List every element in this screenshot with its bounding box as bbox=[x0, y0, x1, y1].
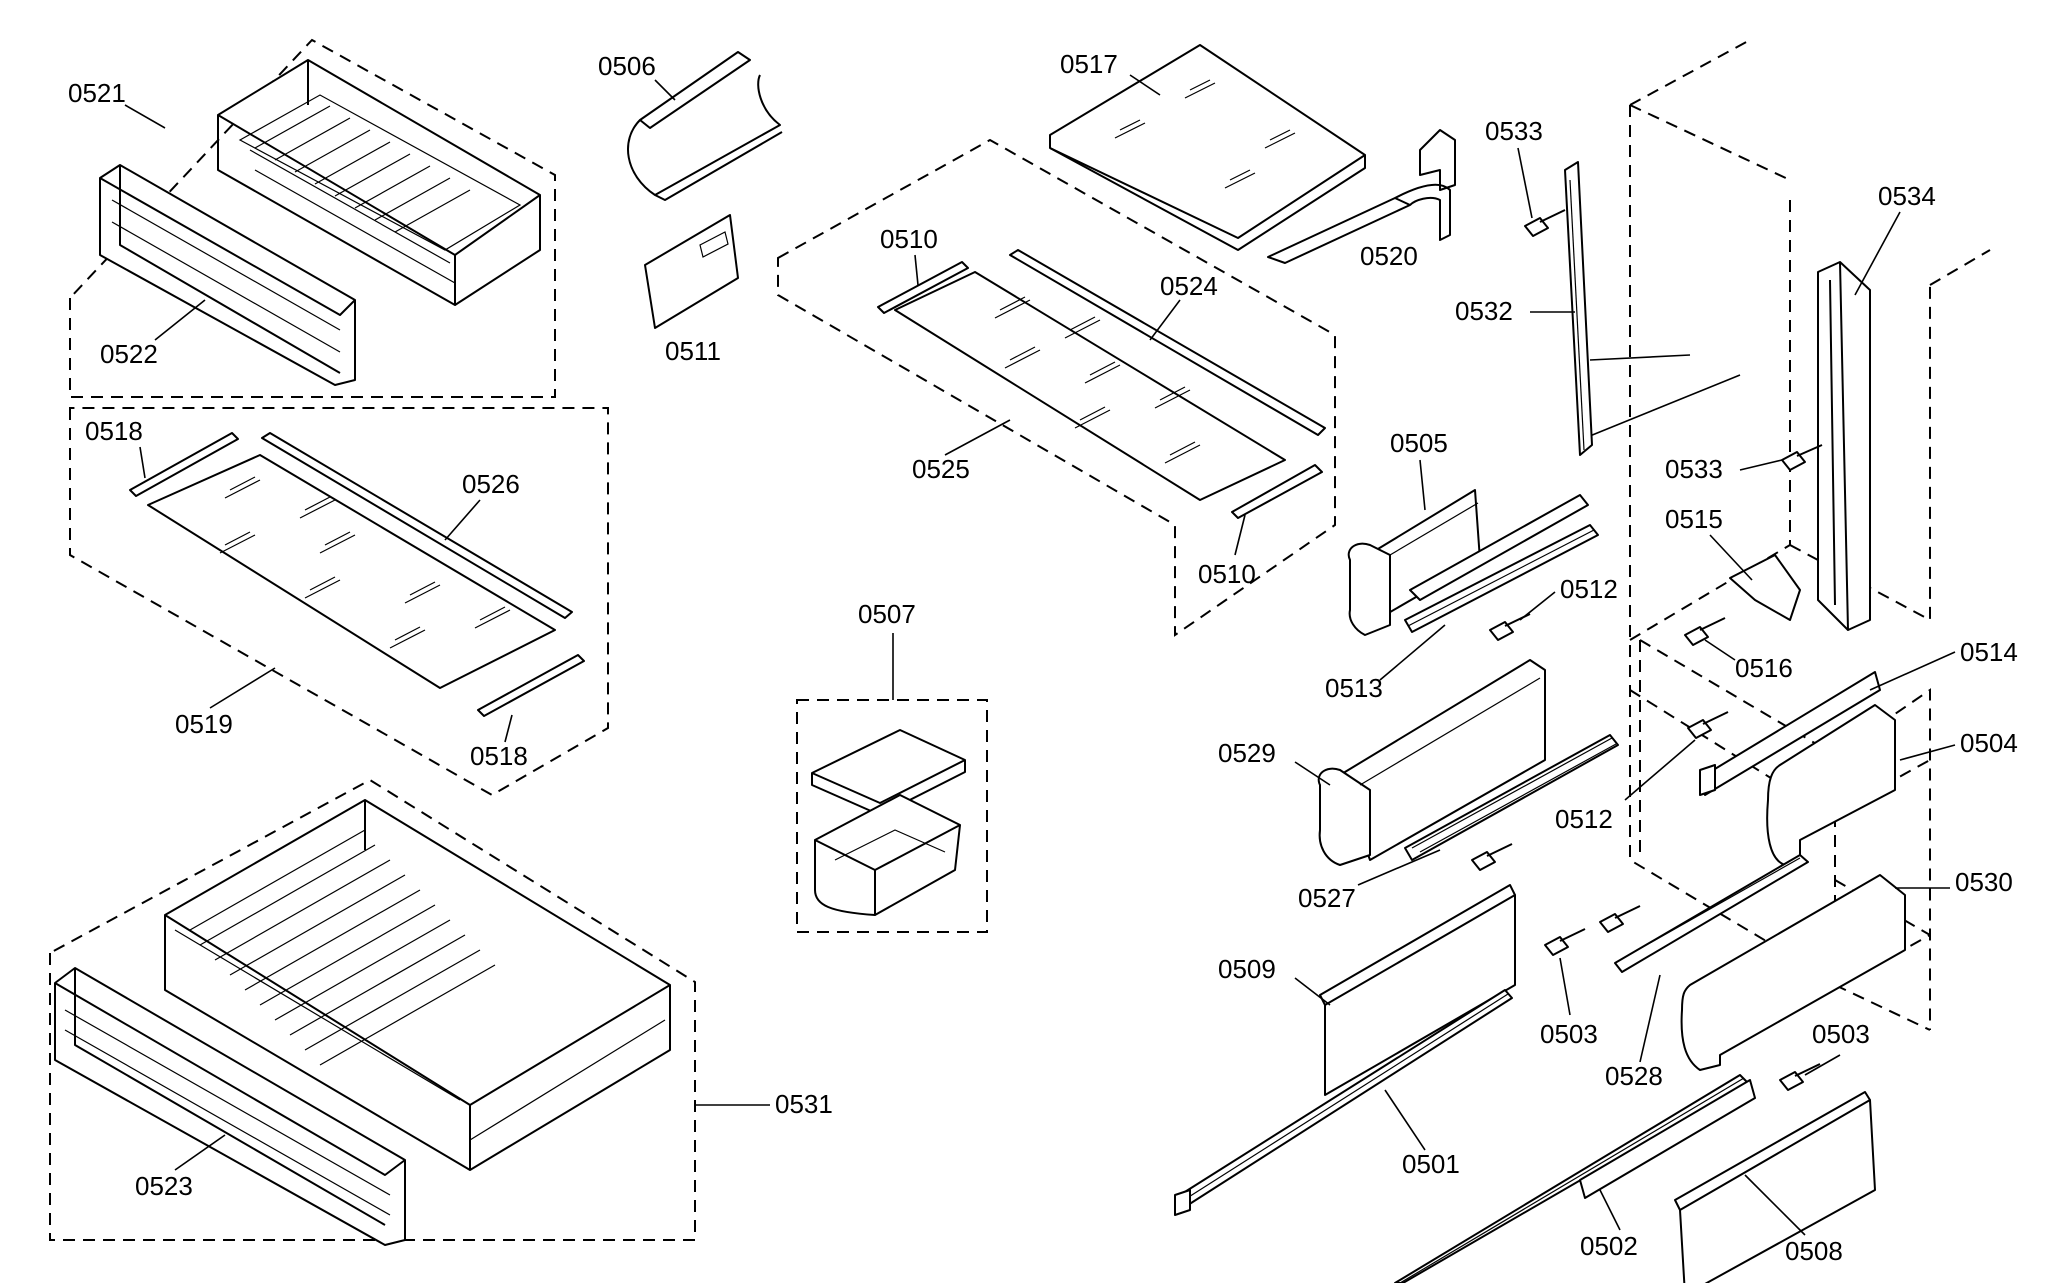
part-0529-bracket bbox=[1317, 659, 1546, 866]
part-0527-rail bbox=[1404, 734, 1619, 861]
part-0522-drawer-front bbox=[99, 164, 356, 386]
part-0520-bracket bbox=[1267, 129, 1456, 264]
part-0503-screw-b bbox=[1599, 905, 1641, 933]
label-0520: 0520 bbox=[1360, 241, 1418, 271]
label-0519: 0519 bbox=[175, 709, 233, 739]
label-0533-a: 0533 bbox=[1485, 116, 1543, 146]
part-0531-drawer-body bbox=[164, 799, 671, 1171]
label-0533-b: 0533 bbox=[1665, 454, 1723, 484]
label-0523: 0523 bbox=[135, 1171, 193, 1201]
part-0533-screw-b bbox=[1781, 444, 1823, 471]
label-0529: 0529 bbox=[1218, 738, 1276, 768]
part-0530-bracket bbox=[1680, 874, 1906, 1071]
label-0507: 0507 bbox=[858, 599, 916, 629]
cabinet-wall-dashed bbox=[1629, 39, 1991, 1031]
part-0518-trim-upper bbox=[129, 432, 239, 497]
part-0505-bracket bbox=[1347, 489, 1589, 636]
label-0534: 0534 bbox=[1878, 181, 1936, 211]
group-0519-outline bbox=[69, 407, 609, 797]
label-0503-a: 0503 bbox=[1540, 1019, 1598, 1049]
part-0510-trim-lower bbox=[1231, 464, 1323, 519]
label-0513: 0513 bbox=[1325, 673, 1383, 703]
part-0523-drawer-front bbox=[54, 967, 406, 1246]
part-0524-trim bbox=[1009, 249, 1326, 436]
part-0521-drawer-body bbox=[217, 59, 541, 306]
cabinet-guide-lines bbox=[1579, 354, 1741, 441]
part-0512-screw-a bbox=[1489, 613, 1531, 641]
part-0503-screw-c bbox=[1779, 1063, 1821, 1091]
part-0512-screw-b bbox=[1687, 711, 1729, 739]
label-0512-b: 0512 bbox=[1555, 804, 1613, 834]
label-0502: 0502 bbox=[1580, 1231, 1638, 1261]
part-0503-screw-a bbox=[1544, 928, 1586, 956]
part-0518-trim-lower bbox=[477, 654, 585, 717]
label-0527: 0527 bbox=[1298, 883, 1356, 913]
label-0524: 0524 bbox=[1160, 271, 1218, 301]
group-0525-outline bbox=[777, 138, 1336, 637]
label-0509: 0509 bbox=[1218, 954, 1276, 984]
label-0517: 0517 bbox=[1060, 49, 1118, 79]
part-0516-screw bbox=[1684, 617, 1726, 646]
label-0506: 0506 bbox=[598, 51, 656, 81]
label-0518-a: 0518 bbox=[85, 416, 143, 446]
part-0515-clip bbox=[1729, 554, 1801, 621]
part-0517-glass-shelf bbox=[1049, 44, 1366, 251]
part-0507-bin bbox=[814, 794, 961, 916]
label-0510-a: 0510 bbox=[880, 224, 938, 254]
label-0508: 0508 bbox=[1785, 1236, 1843, 1266]
label-0532: 0532 bbox=[1455, 296, 1513, 326]
part-0506-cover bbox=[627, 51, 783, 201]
group-0507-outline bbox=[796, 699, 988, 933]
part-0504-bracket bbox=[1766, 704, 1896, 866]
group-0531-outline bbox=[49, 778, 696, 1241]
part-0511-panel bbox=[644, 214, 739, 329]
part-0513-rail bbox=[1404, 524, 1599, 633]
part-0510-trim-upper bbox=[877, 261, 969, 314]
label-0504: 0504 bbox=[1960, 728, 2018, 758]
part-0526-trim bbox=[261, 432, 573, 619]
label-0522: 0522 bbox=[100, 339, 158, 369]
part-0532-rail bbox=[1564, 161, 1593, 456]
label-0510-b: 0510 bbox=[1198, 559, 1256, 589]
part-0501-slide-rail bbox=[1174, 989, 1513, 1216]
label-0525: 0525 bbox=[912, 454, 970, 484]
label-0512-a: 0512 bbox=[1560, 574, 1618, 604]
label-0531: 0531 bbox=[775, 1089, 833, 1119]
part-0524-glass bbox=[894, 271, 1286, 501]
label-0514: 0514 bbox=[1960, 637, 2018, 667]
label-0505: 0505 bbox=[1390, 428, 1448, 458]
part-0527-screw bbox=[1471, 843, 1513, 871]
part-0528-rail bbox=[1614, 854, 1809, 973]
part-0508-plate bbox=[1674, 1091, 1876, 1288]
label-0521: 0521 bbox=[68, 78, 126, 108]
part-0534-rail bbox=[1817, 261, 1871, 631]
part-0502-slide-rail bbox=[1394, 1074, 1756, 1284]
part-0509-plate bbox=[1319, 884, 1516, 1096]
part-0526-glass bbox=[147, 454, 556, 689]
part-0514-rail bbox=[1699, 671, 1881, 796]
label-0511: 0511 bbox=[665, 336, 721, 366]
label-0516: 0516 bbox=[1735, 653, 1793, 683]
label-0503-b: 0503 bbox=[1812, 1019, 1870, 1049]
label-0515: 0515 bbox=[1665, 504, 1723, 534]
label-0528: 0528 bbox=[1605, 1061, 1663, 1091]
label-0501: 0501 bbox=[1402, 1149, 1460, 1179]
part-0533-screw-a bbox=[1524, 209, 1566, 237]
label-0518-b: 0518 bbox=[470, 741, 528, 771]
label-0530: 0530 bbox=[1955, 867, 2013, 897]
label-0526: 0526 bbox=[462, 469, 520, 499]
